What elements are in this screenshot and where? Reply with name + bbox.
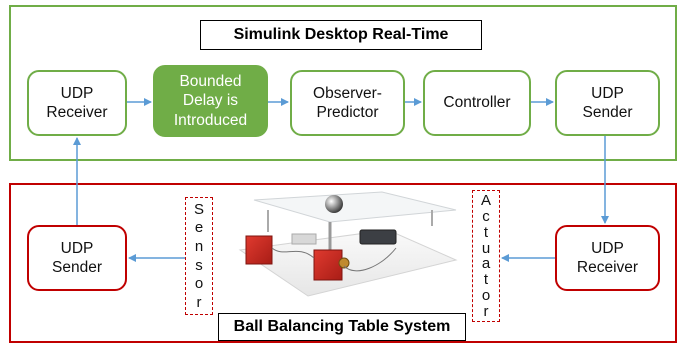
- simulink-title: Simulink Desktop Real-Time: [200, 20, 482, 50]
- actuator-letter: u: [481, 239, 491, 257]
- observer-predictor-block: Observer- Predictor: [290, 70, 405, 136]
- ball-balancing-table-image: [238, 191, 458, 297]
- actuator-letter: o: [481, 286, 491, 304]
- udp-receiver-top-block: UDP Receiver: [27, 70, 127, 136]
- sensor-letter: S: [193, 200, 204, 218]
- bounded-delay-block: Bounded Delay is Introduced: [153, 65, 268, 137]
- actuator-letter: t: [483, 223, 489, 241]
- sensor-letter: o: [194, 275, 204, 293]
- simulink-region: [9, 5, 677, 161]
- udp-sender-top-block: UDP Sender: [555, 70, 660, 136]
- actuator-letter: r: [483, 302, 489, 320]
- ball-balancing-title: Ball Balancing Table System: [218, 313, 466, 341]
- sensor-letter: s: [195, 256, 203, 274]
- udp-sender-bottom-block: UDP Sender: [27, 225, 127, 291]
- sensor-letter: e: [194, 219, 204, 237]
- sensor-letter: n: [194, 238, 204, 256]
- actuator-letter: A: [480, 192, 491, 210]
- ball-balancing-region: [9, 183, 677, 343]
- sensor-letter: r: [196, 294, 202, 312]
- controller-block: Controller: [423, 70, 531, 136]
- actuator-letter: t: [483, 271, 489, 289]
- actuator-letter: c: [482, 208, 490, 226]
- actuator-letter: a: [481, 255, 491, 273]
- udp-receiver-bottom-block: UDP Receiver: [555, 225, 660, 291]
